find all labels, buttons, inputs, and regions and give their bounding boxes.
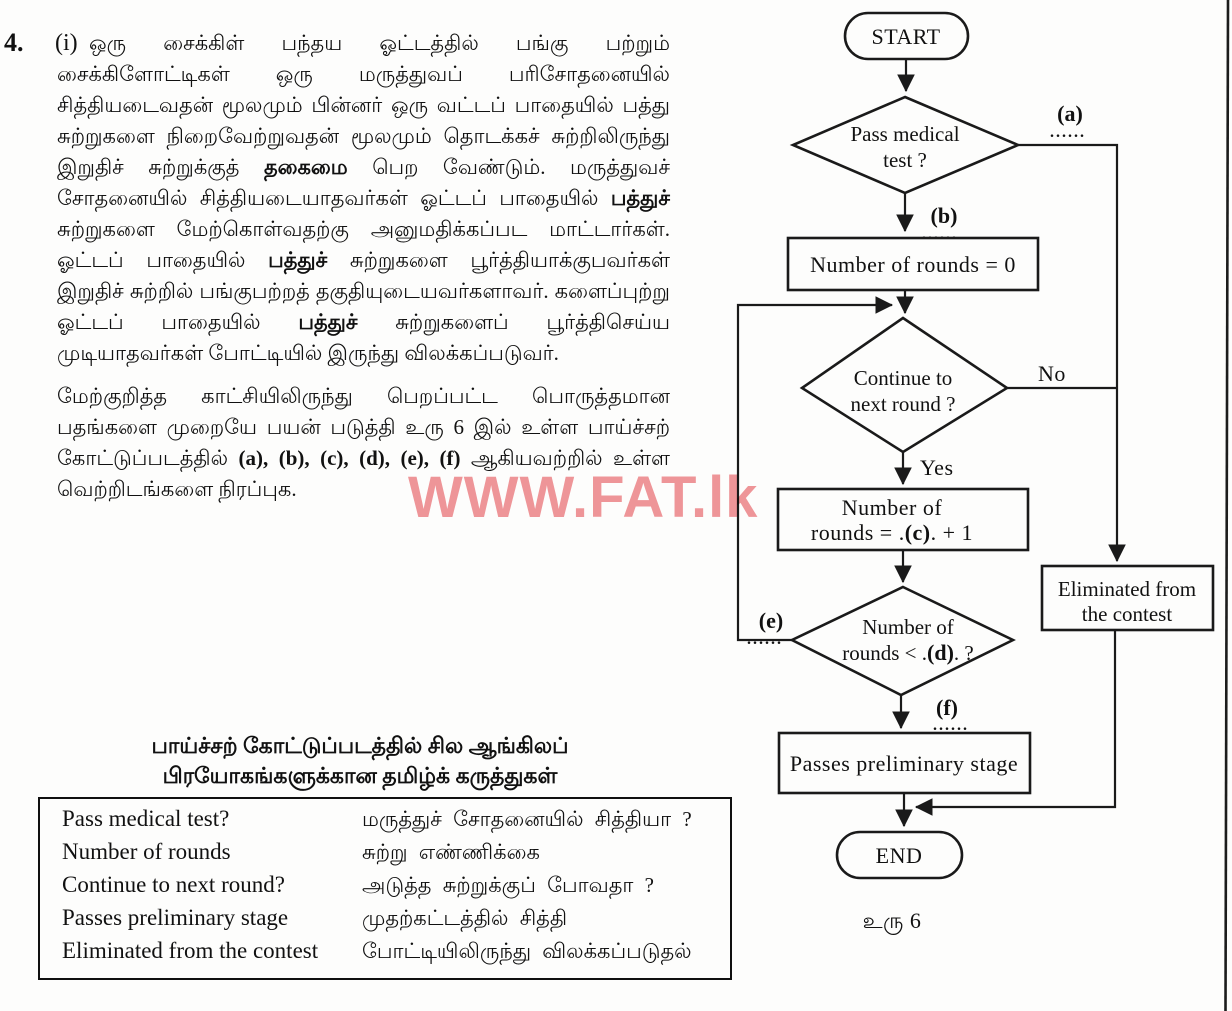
question-part-label: (i): [55, 30, 78, 56]
glossary-tamil: அடுத்த சுற்றுக்குப் போவதா ?: [362, 873, 654, 897]
no-label: No: [1038, 361, 1066, 386]
blank-f-label: (f): [936, 695, 958, 720]
table-row: Passes preliminary stage முதற்கட்டத்தில்…: [62, 905, 722, 938]
page-edge-line: [1224, 0, 1230, 1011]
decision-medical-line2: test ?: [883, 148, 927, 172]
glossary-tamil: போட்டியிலிருந்து விலக்கப்படுதல்: [362, 939, 692, 963]
process-init-rounds: [786, 236, 1040, 292]
table-row: Continue to next round? அடுத்த சுற்றுக்க…: [62, 872, 722, 905]
glossary-table: Pass medical test? மருத்துச் சோதனையில் ச…: [38, 797, 732, 980]
process-passes-label: Passes preliminary stage: [790, 751, 1018, 776]
question-paragraph-2: மேற்குறித்த காட்சியிலிருந்து பெறப்பட்ட ப…: [57, 384, 670, 501]
blank-e-dots: ......: [747, 631, 783, 648]
glossary-tamil: சுற்று எண்ணிக்கை: [362, 840, 540, 864]
decision-rounds-line1: Number of: [862, 615, 954, 639]
end-label: END: [876, 843, 923, 868]
line-medical-no-branch: [1018, 143, 1126, 563]
process-increment-line2: rounds = .(c). + 1: [811, 520, 973, 545]
glossary-english: Continue to next round?: [62, 872, 285, 897]
glossary-english: Passes preliminary stage: [62, 905, 289, 930]
decision-medical-test: [789, 95, 1022, 195]
process-eliminated: [1040, 564, 1215, 632]
glossary-title-line1: பாய்ச்சற் கோட்டுப்படத்தில் சில ஆங்கிலப்: [151, 733, 569, 758]
decision-continue-line2: next round ?: [851, 392, 956, 416]
table-row: Pass medical test? மருத்துச் சோதனையில் ச…: [62, 806, 722, 839]
decision-continue: [799, 316, 1010, 454]
glossary-english: Eliminated from the contest: [62, 938, 319, 963]
process-init-label: Number of rounds = 0: [810, 252, 1016, 277]
glossary-title: பாய்ச்சற் கோட்டுப்படத்தில் சில ஆங்கிலப் …: [60, 731, 660, 791]
process-eliminated-line2: the contest: [1082, 602, 1173, 626]
blank-b-label: (b): [931, 203, 958, 228]
glossary-english: Number of rounds: [62, 839, 231, 864]
glossary-tamil: முதற்கட்டத்தில் சித்தி: [362, 906, 568, 930]
process-increment-line1: Number of: [842, 495, 943, 520]
table-row: Number of rounds சுற்று எண்ணிக்கை: [62, 839, 722, 872]
process-increment-rounds: [776, 487, 1030, 552]
process-eliminated-line1: Eliminated from: [1058, 577, 1196, 601]
blank-e-label: (e): [759, 608, 783, 633]
question-text-block: ஒரு சைக்கிள் பந்தய ஓட்டத்தில் பங்கு பற்ற…: [57, 28, 670, 505]
end-terminator: [835, 830, 964, 880]
blank-c-label: (c): [905, 520, 931, 545]
loop-back-line: [736, 296, 894, 642]
blank-f-dots: ......: [933, 717, 969, 734]
yes-label: Yes: [920, 455, 954, 480]
start-label: START: [871, 24, 940, 49]
decision-rounds-limit: [789, 585, 1016, 697]
question-number: 4.: [4, 28, 24, 57]
process-passes: [777, 731, 1032, 795]
glossary-tamil: மருத்துச் சோதனையில் சித்தியா ?: [362, 807, 692, 831]
blank-a-label: (a): [1057, 101, 1083, 126]
decision-rounds-line2: rounds < .(d). ?: [842, 640, 973, 665]
table-row: Eliminated from the contest போட்டியிலிரு…: [62, 938, 722, 971]
flowchart-figure: START Pass medical test ? (a) ...... (b)…: [736, 0, 1230, 1011]
line-eliminated-to-end: [914, 630, 1117, 816]
decision-continue-line1: Continue to: [854, 366, 953, 390]
glossary-title-line2: பிரயோகங்களுக்கான தமிழ்க் கருத்துகள்: [162, 763, 558, 788]
decision-medical-line1: Pass medical: [850, 122, 959, 146]
question-paragraph-1: ஒரு சைக்கிள் பந்தய ஓட்டத்தில் பங்கு பற்ற…: [57, 31, 670, 365]
figure-caption: உரு 6: [863, 908, 922, 935]
start-terminator: [843, 11, 970, 61]
glossary-english: Pass medical test?: [62, 806, 230, 831]
blank-a-dots: ......: [1050, 124, 1086, 141]
blank-d-label: (d): [927, 640, 954, 665]
